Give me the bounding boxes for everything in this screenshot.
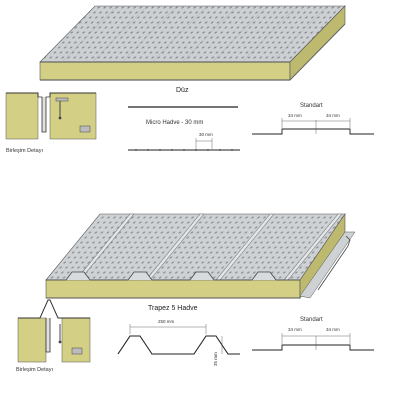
top-panel-core (39, 61, 291, 81)
bottom-standart-title: Standart (300, 317, 323, 323)
bottom-standart-profile (252, 333, 374, 351)
top-joint-label: Birleşim Detayı (6, 148, 43, 154)
top-standart-dim-right: 34 mm (326, 113, 340, 118)
micro-dim-label: 30 mm (199, 132, 213, 137)
trapez-profile (117, 324, 240, 355)
top-standart-title: Standart (300, 103, 323, 109)
bottom-panel-ribs (75, 213, 343, 281)
micro-hadve-title: Micro Hadve - 30 mm (146, 120, 204, 126)
bottom-panel-core (45, 279, 301, 299)
trapez-width-label: 250 mm (158, 319, 175, 324)
top-standart-dim-left: 34 mm (288, 113, 302, 118)
bottom-standart-dim-left: 34 mm (288, 327, 302, 332)
bottom-joint-label: Birleşim Detayı (16, 367, 53, 373)
micro-hadve-profile (128, 138, 240, 151)
trapez-height-label: 35 mm (213, 352, 218, 366)
bottom-standart-dim-right: 34 mm (326, 327, 340, 332)
trapez-title: Trapez 5 Hadve (148, 305, 198, 312)
top-standart-profile (252, 118, 374, 135)
top-panel-3d (39, 5, 346, 81)
top-joint-detail (5, 92, 97, 140)
top-panel-grooves (61, 5, 328, 63)
bottom-joint-detail (17, 299, 91, 363)
duz-title: Düz (176, 87, 189, 94)
bottom-panel-3d (45, 213, 356, 299)
